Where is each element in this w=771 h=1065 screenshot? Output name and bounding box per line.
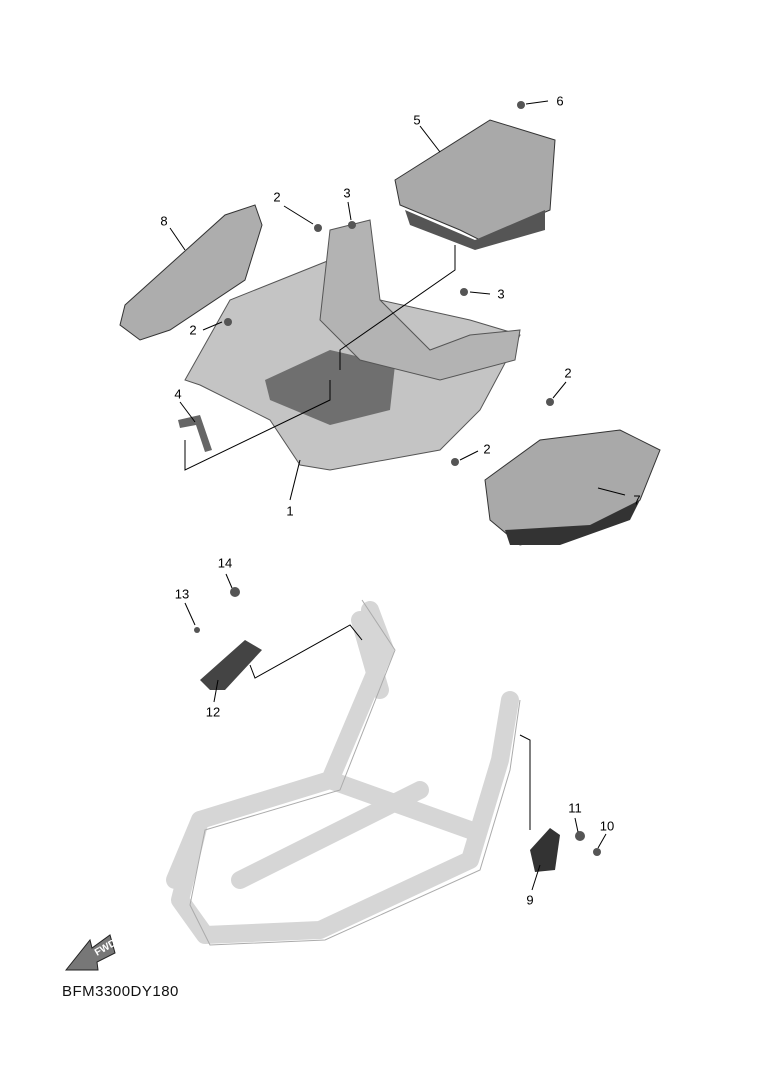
callout-1: 1	[286, 503, 294, 519]
callout-10: 10	[599, 818, 615, 834]
bracket-part-4	[178, 415, 212, 452]
cover-part-5	[394, 119, 556, 250]
callout-8: 8	[160, 213, 168, 229]
diagram-code: BFM3300DY180	[62, 983, 179, 1000]
callout-4: 4	[174, 386, 182, 402]
fwd-arrow-logo: FWD	[64, 934, 118, 971]
callout-14: 14	[217, 555, 233, 571]
callout-3: 3	[343, 185, 351, 201]
callout-2: 2	[189, 322, 197, 338]
frame-part	[166, 601, 519, 944]
callout-9: 9	[526, 892, 534, 908]
callout-5: 5	[413, 112, 421, 128]
bracket-part-12	[200, 640, 262, 690]
callout-11: 11	[568, 800, 582, 816]
cover-part-7	[484, 429, 661, 546]
callout-7: 7	[633, 492, 641, 508]
callout-12: 12	[205, 704, 221, 720]
bracket-part-9	[530, 828, 560, 872]
callout-3: 3	[497, 286, 505, 302]
cover-part-8	[119, 204, 263, 341]
callout-6: 6	[556, 93, 564, 109]
leader-lines	[169, 100, 626, 891]
fasteners	[194, 101, 601, 856]
callout-13: 13	[174, 586, 190, 602]
floor-panel-part	[184, 219, 521, 471]
callout-2: 2	[564, 365, 572, 381]
callout-2: 2	[483, 441, 491, 457]
callout-2: 2	[273, 189, 281, 205]
